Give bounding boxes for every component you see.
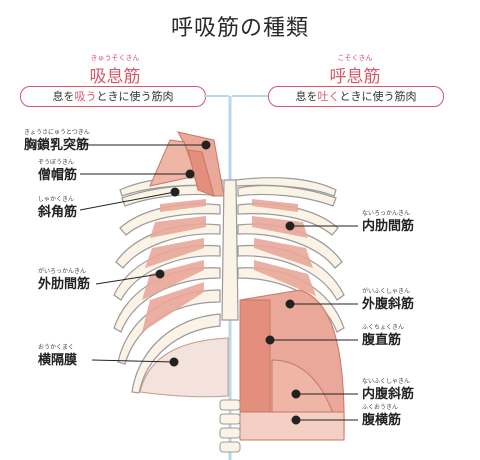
label-ruby: ふくおうきん (362, 404, 399, 411)
transversus-abdominis-muscle (239, 411, 345, 441)
diaphragm-shape (139, 337, 229, 398)
label-sternocleidomastoid: 胸鎖乳突筋 (24, 138, 90, 153)
label-ruby: きょうさにゅうとつきん (24, 129, 90, 136)
label-ruby: がいろっかんきん (38, 268, 87, 275)
right-leader-lines (265, 221, 358, 425)
label-rectus-abdominis: 腹直筋 (362, 333, 402, 348)
left-intercostal-muscles (142, 199, 206, 332)
label-ruby: ふくちょくきん (362, 324, 405, 331)
exhale-heading: 呼息筋 (329, 67, 381, 87)
label-transversus-abdominis: 腹横筋 (362, 413, 402, 428)
label-ruby: ぞうぼうきん (38, 159, 75, 166)
sternum (221, 179, 239, 321)
pill-text: ときに使う筋肉 (96, 90, 174, 103)
inhale-pill: 息を吸うときに使う筋肉 (20, 86, 206, 107)
right-clavicle (235, 177, 337, 197)
pill-highlight: 吸う (74, 90, 97, 103)
label-ruby: おうかくまく (38, 344, 75, 351)
label-ruby: ないふくしゃきん (362, 378, 411, 385)
label-ruby: しゃかくきん (38, 196, 75, 203)
label-ruby: ないろっかんきん (362, 210, 411, 217)
exhale-pill: 息を吐くときに使う筋肉 (268, 86, 444, 107)
label-trapezius: 僧帽筋 (38, 168, 78, 183)
pill-text: ときに使う筋肉 (339, 90, 417, 103)
label-diaphragm: 横隔膜 (38, 353, 78, 368)
inhale-ruby: きゅうそくきん (90, 54, 140, 62)
label-external-oblique: 外腹斜筋 (362, 297, 415, 312)
label-external-intercostal: 外肋間筋 (38, 277, 91, 292)
right-intercostal-muscles (252, 199, 316, 296)
label-internal-intercostal: 内肋間筋 (362, 219, 415, 234)
inhale-heading: 吸息筋 (89, 67, 141, 87)
page-title: 呼吸筋の種類 (170, 16, 309, 41)
label-ruby: がいふくしゃきん (362, 288, 411, 295)
exhale-ruby: こそくきん (337, 54, 373, 62)
pill-text: 息を (52, 90, 75, 103)
label-scalene: 斜角筋 (38, 205, 78, 220)
pill-text: 息を (295, 90, 318, 103)
pill-highlight: 吐く (317, 90, 340, 103)
label-internal-oblique: 内腹斜筋 (362, 387, 415, 402)
spine (219, 399, 241, 453)
left-leader-lines (79, 140, 211, 367)
scalene-muscle (187, 149, 215, 197)
